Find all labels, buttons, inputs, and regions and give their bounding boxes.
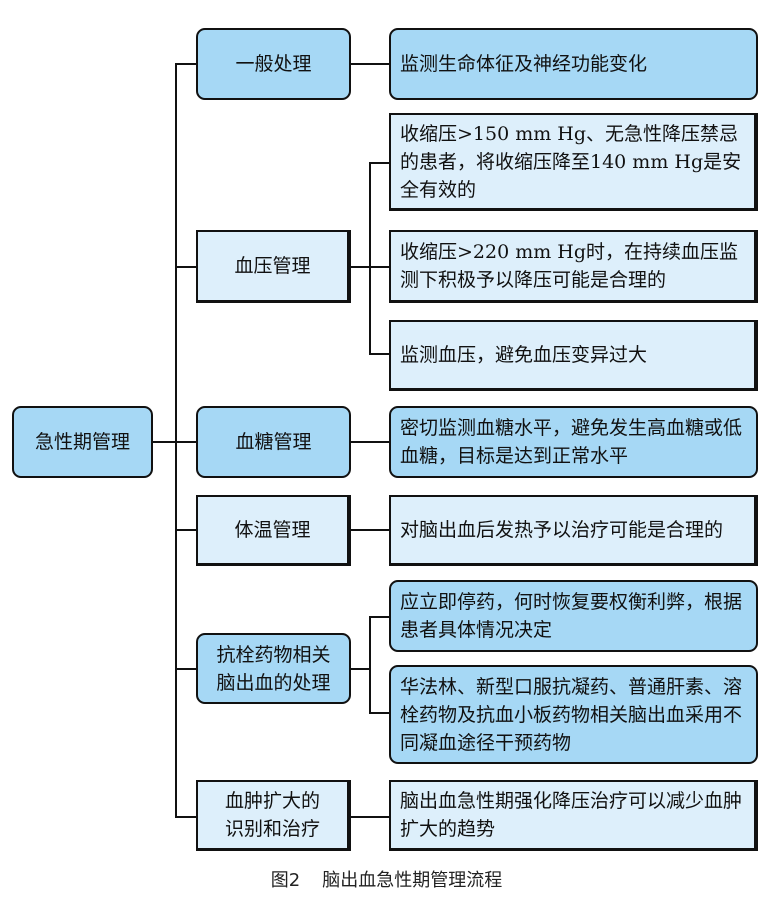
branch-temperature: 体温管理 xyxy=(196,495,351,566)
branch-label: 血压管理 xyxy=(234,255,311,277)
branch-hematoma: 血肿扩大的识别和治疗 xyxy=(196,780,351,851)
connector-general xyxy=(350,63,389,65)
figure-caption: 图2 脑出血急性期管理流程 xyxy=(0,866,773,892)
connector-hematoma xyxy=(350,816,389,818)
branch-blood-glucose: 血糖管理 xyxy=(196,406,351,478)
branch-label: 体温管理 xyxy=(234,519,311,541)
connector-antithrombotic xyxy=(350,668,370,670)
branch-antithrombotic: 抗栓药物相关脑出血的处理 xyxy=(196,633,351,704)
bp-stub-3 xyxy=(369,353,389,355)
branch-general-treatment: 一般处理 xyxy=(196,28,351,100)
action-text: 华法林、新型口服抗凝药、普通肝素、溶栓药物及抗血小板药物相关脑出血采用不同凝血途… xyxy=(400,675,743,754)
spine-stub-temp xyxy=(175,529,196,531)
action-text: 收缩压>150 mm Hg、无急性降压禁忌的患者，将收缩压降至140 mm Hg… xyxy=(400,122,742,201)
action-antithrombotic-2: 华法林、新型口服抗凝药、普通肝素、溶栓药物及抗血小板药物相关脑出血采用不同凝血途… xyxy=(389,665,758,764)
action-bp-1: 收缩压>150 mm Hg、无急性降压禁忌的患者，将收缩压降至140 mm Hg… xyxy=(389,113,758,211)
branch-label: 血肿扩大的识别和治疗 xyxy=(224,790,320,840)
root-node-acute-management: 急性期管理 xyxy=(12,406,153,478)
branch-label: 抗栓药物相关脑出血的处理 xyxy=(216,643,331,694)
caption-title: 脑出血急性期管理流程 xyxy=(322,870,503,891)
spine-stub-antithrombotic xyxy=(175,668,196,670)
action-bp-3: 监测血压，避免血压变异过大 xyxy=(389,320,758,391)
action-temp-1: 对脑出血后发热予以治疗可能是合理的 xyxy=(389,495,758,566)
bp-stub-1 xyxy=(369,162,389,164)
branch-label: 血糖管理 xyxy=(235,431,312,453)
bp-vertical xyxy=(369,162,371,355)
action-antithrombotic-1: 应立即停药，何时恢复要权衡利弊，根据患者具体情况决定 xyxy=(389,580,758,652)
action-bp-2: 收缩压>220 mm Hg时，在持续血压监测下积极予以降压可能是合理的 xyxy=(389,230,758,303)
antithrombotic-stub-1 xyxy=(369,616,389,618)
action-hematoma-1: 脑出血急性期强化降压治疗可以减少血肿扩大的趋势 xyxy=(389,780,758,851)
root-connector xyxy=(152,441,196,443)
branch-blood-pressure: 血压管理 xyxy=(196,230,351,303)
root-label: 急性期管理 xyxy=(34,431,130,453)
caption-number: 图2 xyxy=(270,870,301,891)
branch-label: 一般处理 xyxy=(235,53,312,75)
action-text: 脑出血急性期强化降压治疗可以减少血肿扩大的趋势 xyxy=(400,790,743,840)
bp-stub-2 xyxy=(369,266,389,268)
spine-stub-hematoma xyxy=(175,816,196,818)
action-general-1: 监测生命体征及神经功能变化 xyxy=(389,28,758,100)
antithrombotic-stub-2 xyxy=(369,712,389,714)
action-text: 应立即停药，何时恢复要权衡利弊，根据患者具体情况决定 xyxy=(400,591,743,641)
main-spine xyxy=(175,63,177,818)
action-text: 收缩压>220 mm Hg时，在持续血压监测下积极予以降压可能是合理的 xyxy=(400,241,739,291)
action-text: 密切监测血糖水平，避免发生高血糖或低血糖，目标是达到正常水平 xyxy=(400,417,743,467)
spine-stub-bp xyxy=(175,266,196,268)
connector-bp xyxy=(350,266,370,268)
antithrombotic-vertical xyxy=(369,616,371,714)
connector-glucose xyxy=(350,441,389,443)
connector-temp xyxy=(350,529,389,531)
spine-stub-general xyxy=(175,63,196,65)
action-text: 对脑出血后发热予以治疗可能是合理的 xyxy=(400,519,724,541)
action-text: 监测血压，避免血压变异过大 xyxy=(400,344,648,366)
action-text: 监测生命体征及神经功能变化 xyxy=(400,53,648,75)
action-glucose-1: 密切监测血糖水平，避免发生高血糖或低血糖，目标是达到正常水平 xyxy=(389,406,758,478)
